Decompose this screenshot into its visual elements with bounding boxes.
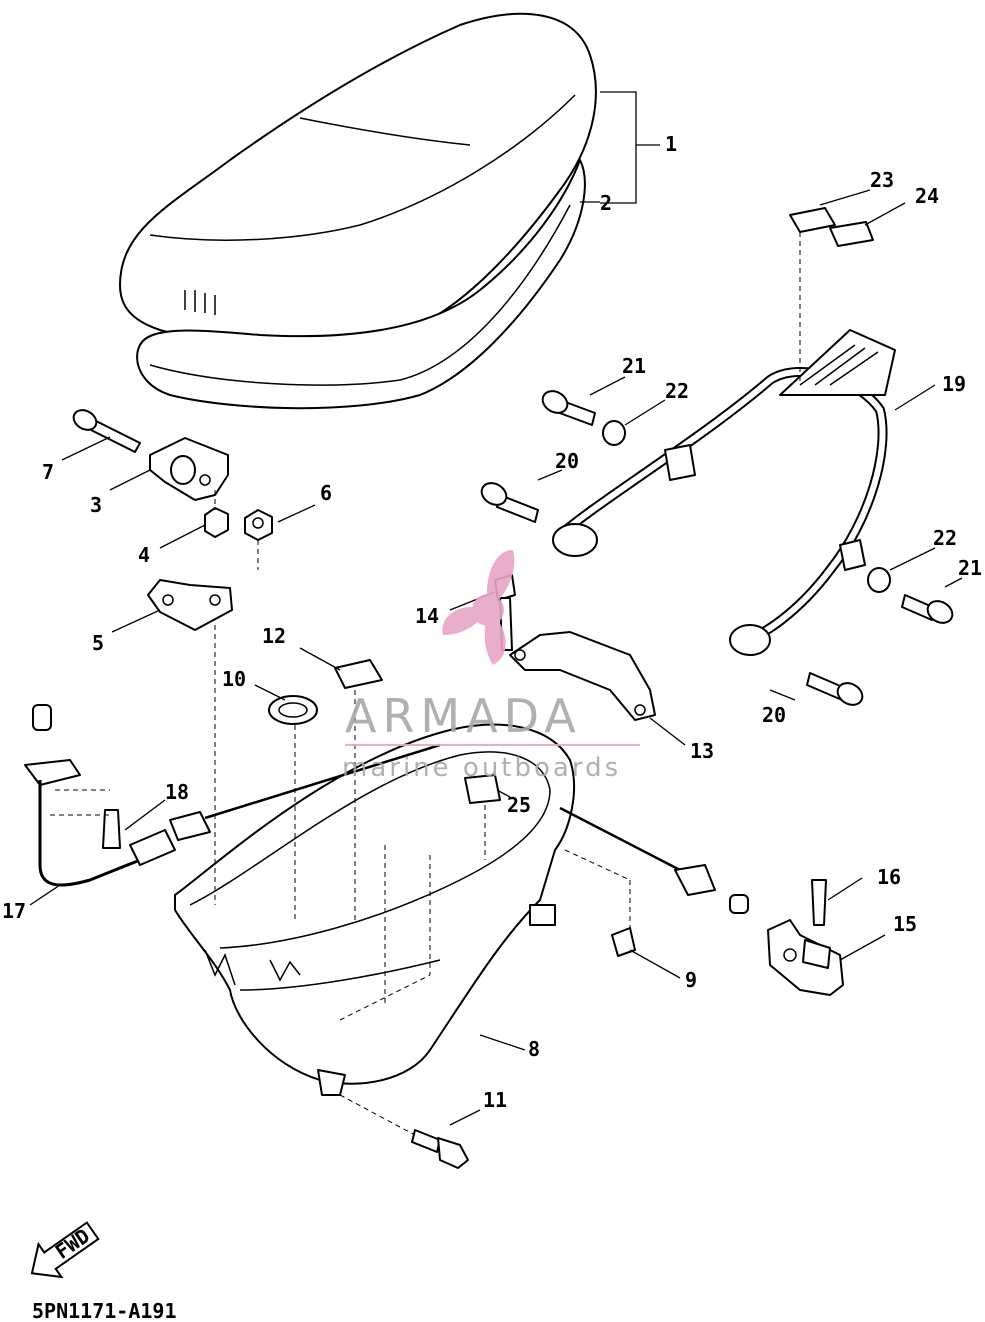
assembly-guide-lines — [50, 232, 801, 1136]
armada-watermark: ARMADA marine outboards — [342, 550, 640, 783]
callout-2: 2 — [600, 191, 612, 215]
label-plate-12[interactable] — [334, 659, 383, 689]
hinge-bolt[interactable] — [70, 406, 141, 453]
seat-lock-bracket[interactable] — [509, 631, 656, 721]
seat-lock-cable[interactable] — [24, 704, 749, 914]
rubber-grommet[interactable] — [268, 695, 318, 725]
callout-25: 25 — [507, 793, 531, 817]
collar-22-lower[interactable] — [867, 567, 891, 593]
callout-10: 10 — [222, 667, 246, 691]
seat-hinge-upper[interactable] — [149, 437, 229, 501]
callout-16: 16 — [877, 865, 901, 889]
mounting-bolt-11[interactable] — [411, 1129, 469, 1169]
label-23[interactable] — [789, 207, 836, 233]
hinge-nut-6[interactable] — [244, 509, 273, 541]
grab-bar-bolt-21-upper[interactable] — [539, 387, 596, 426]
callout-22-lower: 22 — [933, 526, 957, 550]
callout-11: 11 — [483, 1088, 507, 1112]
tapping-screw-18[interactable] — [102, 809, 121, 849]
grab-bar-bolt-20-lower[interactable] — [806, 672, 866, 709]
callout-1: 1 — [665, 132, 677, 156]
callout-23: 23 — [870, 168, 894, 192]
callout-9: 9 — [685, 968, 697, 992]
callout-13: 13 — [690, 739, 714, 763]
grab-bar[interactable] — [552, 329, 896, 656]
leader-lines — [29, 91, 963, 1126]
grab-bar-bolt-21-lower[interactable] — [901, 594, 956, 627]
callout-5: 5 — [92, 631, 104, 655]
callout-20-lower: 20 — [762, 703, 786, 727]
storage-box[interactable] — [174, 723, 576, 1096]
lock-screw-16[interactable] — [811, 879, 827, 926]
callout-6: 6 — [320, 481, 332, 505]
forward-direction-arrow: FWD — [30, 1221, 100, 1279]
collar-22-upper[interactable] — [602, 420, 626, 446]
watermark-tagline: marine outboards — [342, 753, 621, 783]
watermark-brand: ARMADA — [345, 689, 582, 743]
callout-22-upper: 22 — [665, 379, 689, 403]
callout-21-lower: 21 — [958, 556, 982, 580]
figure-code: 5PN1171-A191 — [32, 1299, 177, 1322]
nut-clip[interactable] — [611, 927, 636, 957]
grab-bar-bolt-20-upper[interactable] — [478, 479, 539, 523]
callout-14: 14 — [415, 604, 439, 628]
label-24[interactable] — [829, 221, 874, 247]
callout-4: 4 — [138, 543, 150, 567]
callout-7: 7 — [42, 460, 54, 484]
hinge-bracket-lower[interactable] — [147, 579, 233, 631]
hinge-nut-4[interactable] — [204, 507, 229, 538]
callout-12: 12 — [262, 624, 286, 648]
callout-24: 24 — [915, 184, 939, 208]
callout-3: 3 — [90, 493, 102, 517]
propeller-logo-icon — [442, 550, 515, 665]
seat-base[interactable] — [136, 159, 586, 410]
callout-20-upper: 20 — [555, 449, 579, 473]
callout-8: 8 — [528, 1037, 540, 1061]
callout-19: 19 — [942, 372, 966, 396]
callout-17: 17 — [2, 899, 26, 923]
label-plate-25[interactable] — [464, 774, 501, 804]
seat-lock[interactable] — [767, 919, 844, 996]
callout-21-upper: 21 — [622, 354, 646, 378]
callout-18: 18 — [165, 780, 189, 804]
callout-15: 15 — [893, 912, 917, 936]
